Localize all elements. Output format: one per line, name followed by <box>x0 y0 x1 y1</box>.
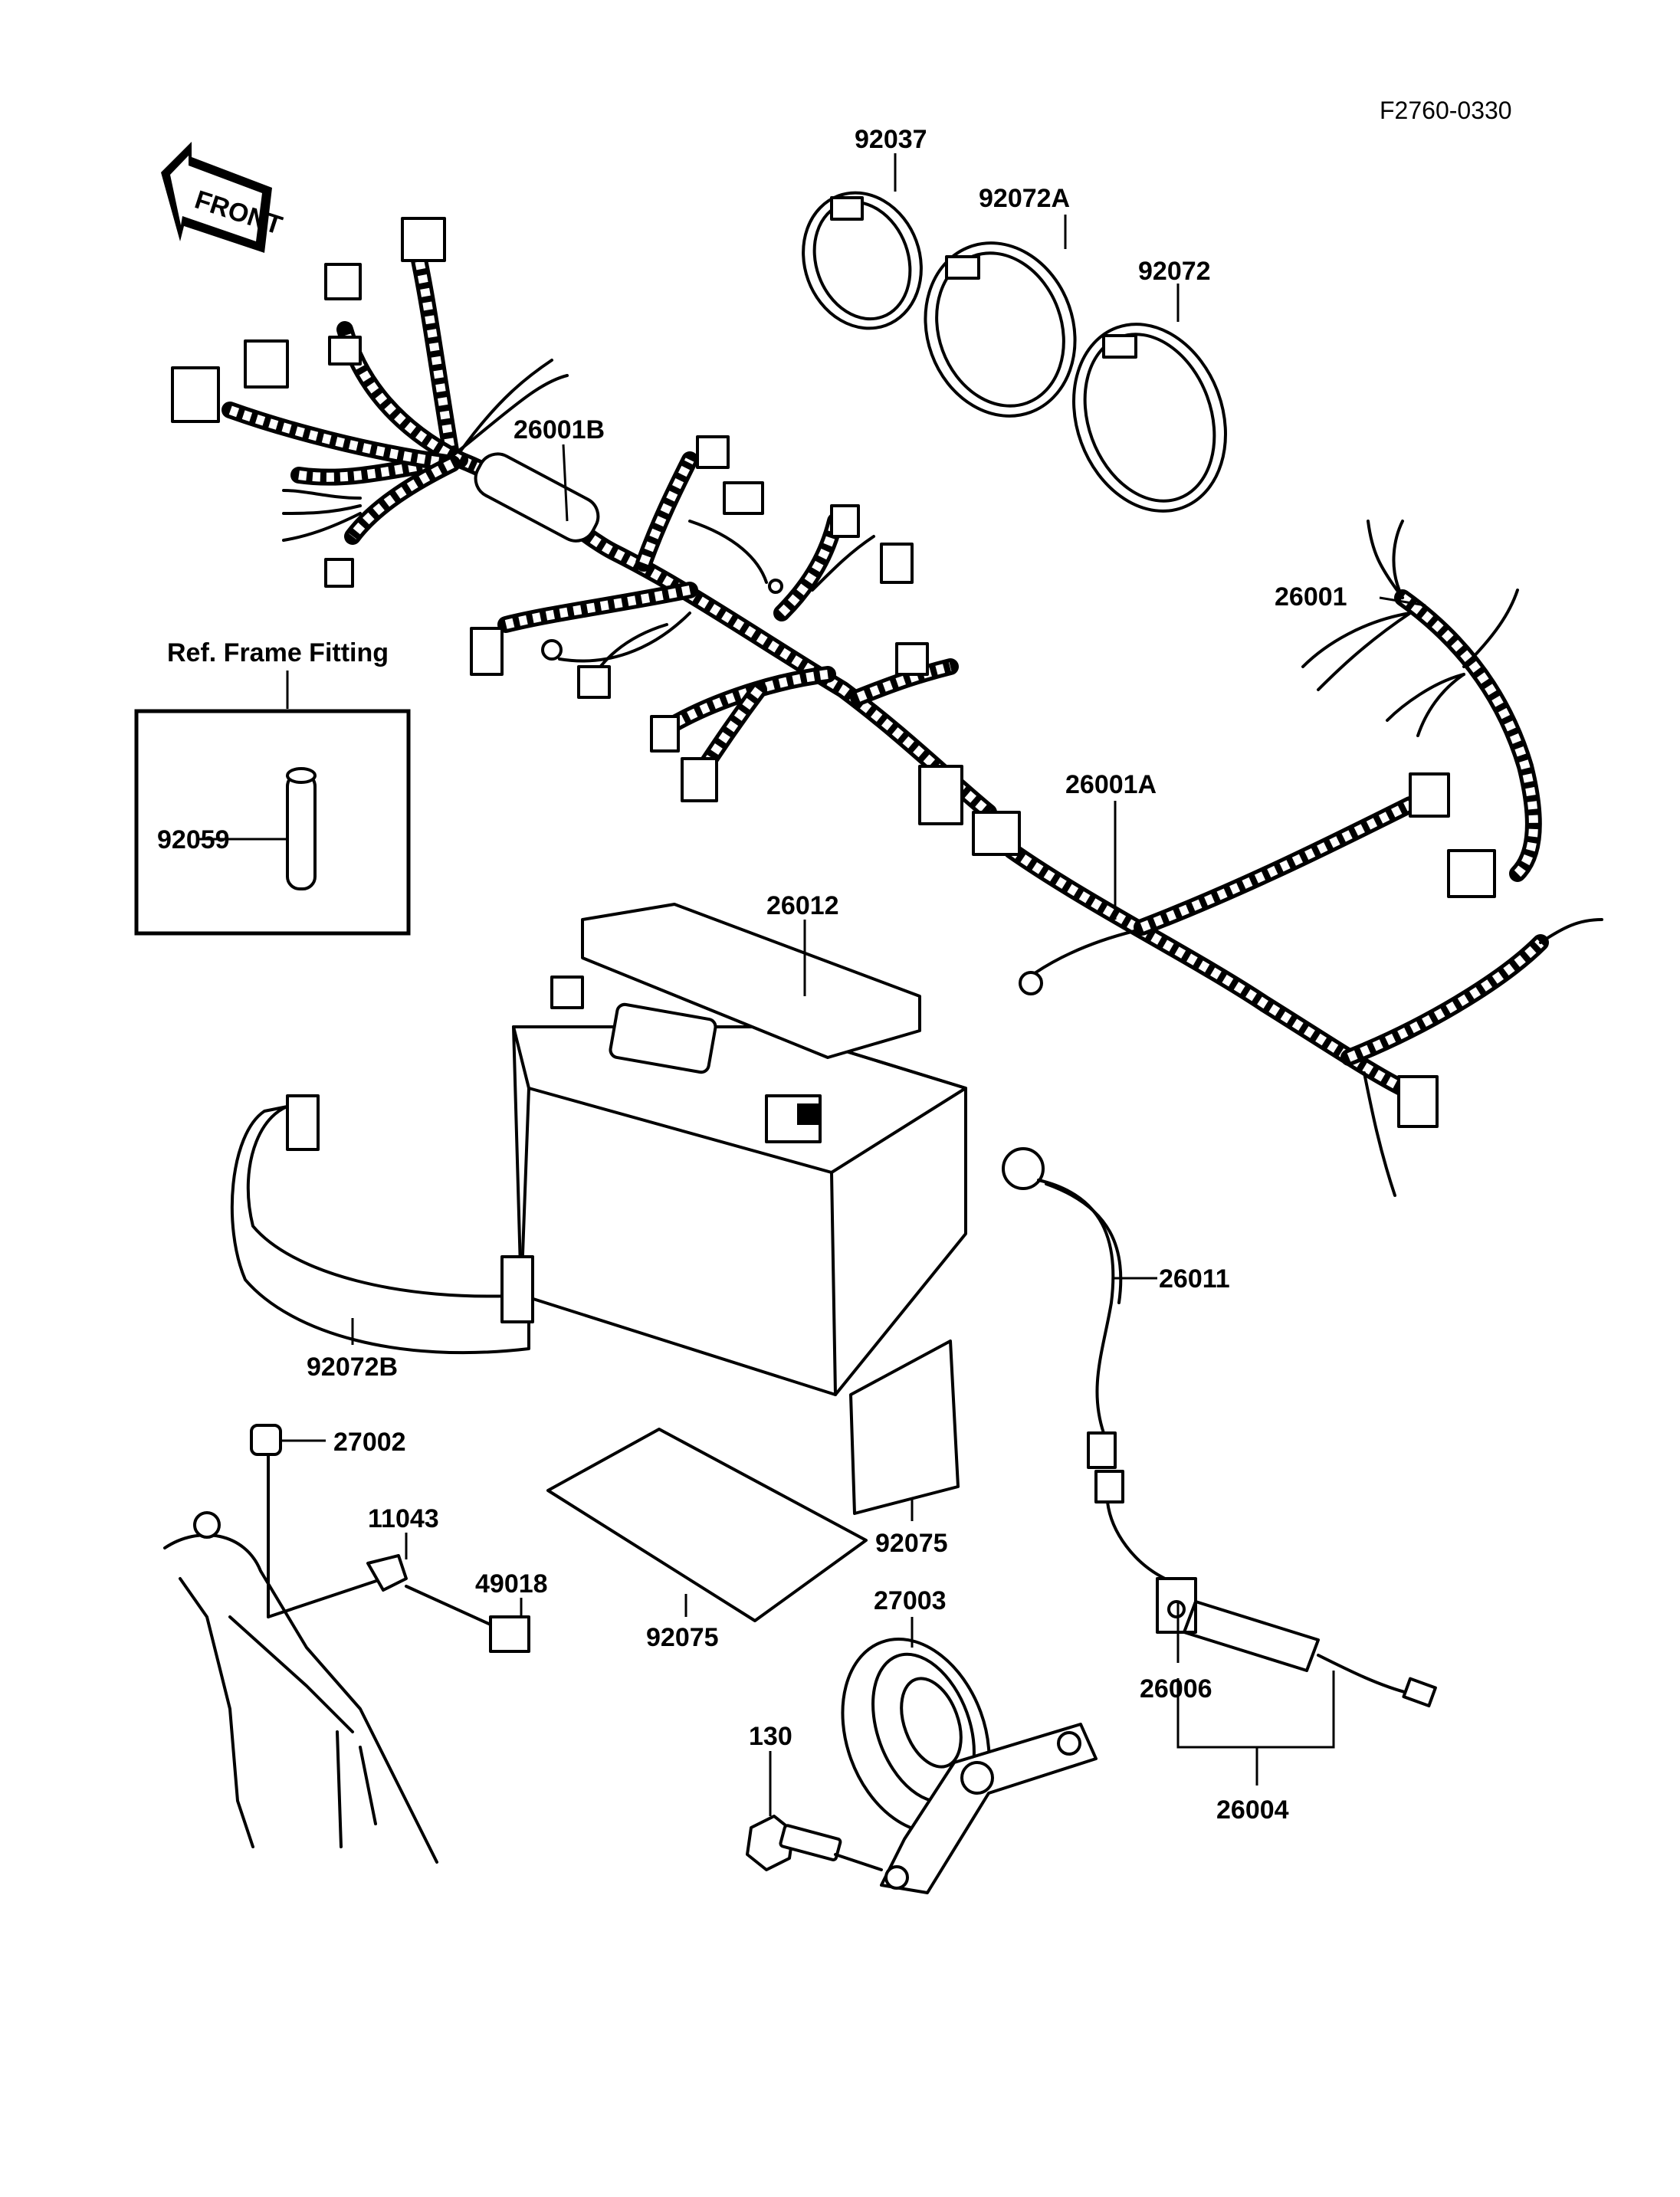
relay-49018 <box>405 1585 530 1653</box>
label-27002: 27002 <box>333 1428 406 1457</box>
label-92037: 92037 <box>855 125 927 154</box>
battery-band-92072b <box>230 1094 534 1355</box>
ref-frame-fitting-box <box>134 709 411 936</box>
label-26001a: 26001A <box>1065 770 1157 799</box>
sub-harness-26001a <box>972 520 1603 1197</box>
label-26001b: 26001B <box>514 415 605 444</box>
label-26004: 26004 <box>1216 1795 1289 1825</box>
label-92072b: 92072B <box>307 1353 398 1382</box>
main-harness-26001b <box>171 217 997 825</box>
cable-26011 <box>1002 1147 1166 1580</box>
label-11043: 11043 <box>368 1504 439 1533</box>
label-49018: 49018 <box>475 1569 548 1599</box>
label-27003: 27003 <box>874 1586 947 1615</box>
label-92072a: 92072A <box>979 184 1070 213</box>
band-92037 <box>802 191 923 330</box>
label-92059: 92059 <box>157 825 230 854</box>
label-26011: 26011 <box>1159 1264 1230 1294</box>
label-26001: 26001 <box>1275 582 1347 612</box>
battery-26012 <box>512 903 967 1396</box>
clamp-11043 <box>366 1554 408 1592</box>
drawing-code: F2760-0330 <box>1380 97 1512 124</box>
label-92072: 92072 <box>1138 257 1211 286</box>
label-26012: 26012 <box>766 891 839 920</box>
front-arrow-icon: FRONT <box>161 142 286 253</box>
collar-92059 <box>286 767 317 890</box>
bolt-130 <box>746 1815 883 1871</box>
band-92072a <box>924 241 1077 418</box>
pad-92075-bottom <box>546 1428 868 1622</box>
label-130: 130 <box>749 1722 792 1751</box>
label-26006: 26006 <box>1140 1674 1212 1703</box>
label-92075-bottom: 92075 <box>646 1623 719 1652</box>
horn-27003 <box>841 1638 1098 1894</box>
fuse-holder-26004 <box>1156 1577 1437 1708</box>
band-92072 <box>1072 323 1227 513</box>
pad-92075-side <box>849 1340 960 1515</box>
label-92075-side: 92075 <box>875 1529 948 1558</box>
frame-27002 <box>163 1424 438 1864</box>
ref-box-title: Ref. Frame Fitting <box>167 638 389 667</box>
